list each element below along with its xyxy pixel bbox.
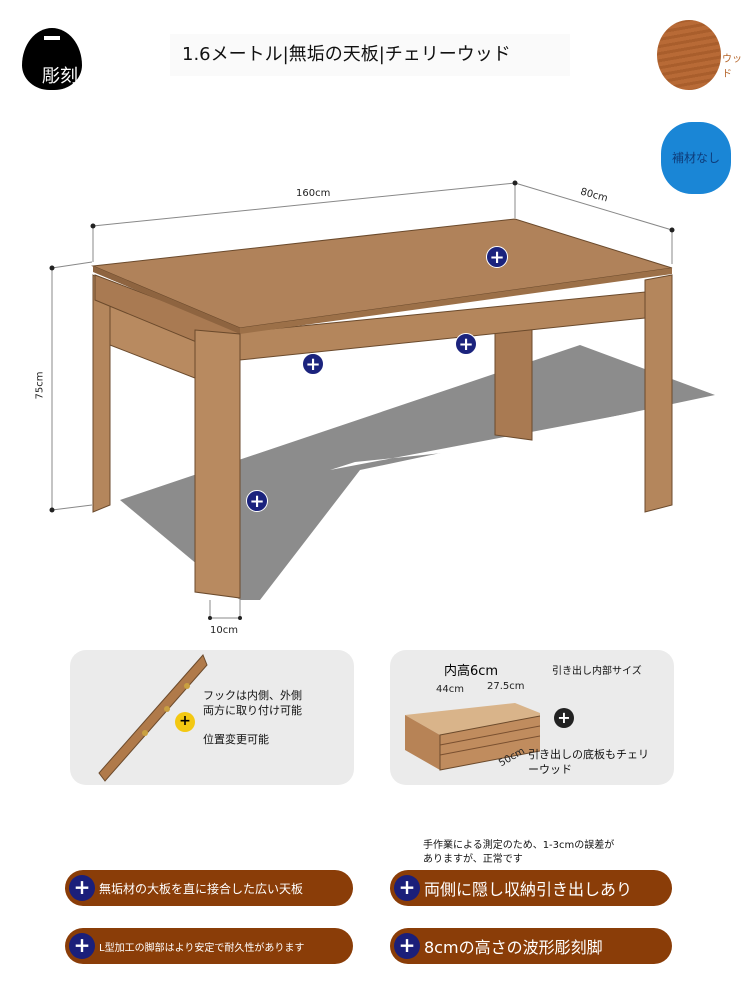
measurement-note-1: 手作業による測定のため、1-3cmの誤差が (423, 840, 615, 851)
plus-icon: + (69, 875, 95, 901)
height-dimension: 75cm (34, 371, 46, 400)
feature-text: 8cmの高さの波形彫刻脚 (424, 938, 603, 957)
feature-text: L型加工の脚部はより安定で耐久性があります (99, 942, 305, 954)
width-dimension: 160cm (296, 188, 331, 199)
hotspot-plus-icon[interactable]: + (455, 333, 477, 355)
wood-color-label: ウッド (722, 54, 742, 80)
wood-color-swatch[interactable] (657, 20, 721, 90)
drawer-image (405, 703, 540, 771)
leg-dimension: 10cm (210, 625, 238, 636)
drawer-width: 44cm (436, 684, 464, 695)
table-illustration (49, 180, 715, 620)
plus-icon[interactable]: + (175, 712, 195, 732)
drawer-card: 内高6cm 引き出し内部サイズ 44cm 27.5cm 50cm + 引き出しの… (390, 650, 674, 785)
feature-pill: +8cmの高さの波形彫刻脚 (390, 928, 672, 964)
no-filler-badge: 補材なし (661, 122, 731, 194)
hotspot-plus-icon[interactable]: + (246, 490, 268, 512)
hook-text-2: 両方に取り付け可能 (203, 704, 302, 717)
plus-icon: + (394, 933, 420, 959)
hook-text-1: フックは内側、外側 (203, 689, 302, 702)
brand-logo: 彫刻 (22, 28, 82, 90)
drawer-note-1: 引き出しの底板もチェリ (528, 748, 649, 761)
feature-pill: + L型加工の脚部はより安定で耐久性があります (65, 928, 353, 964)
plus-icon: + (69, 933, 95, 959)
plus-icon[interactable]: + (554, 708, 574, 728)
feature-pill: + 無垢材の大板を直に接合した広い天板 (65, 870, 353, 906)
hotspot-plus-icon[interactable]: + (486, 246, 508, 268)
plus-icon: + (394, 875, 420, 901)
drawer-note-2: ーウッド (528, 763, 572, 776)
hook-rail-image (98, 654, 208, 782)
feature-pill: +両側に隠し収納引き出しあり (390, 870, 672, 906)
measurement-note-2: ありますが、正常です (423, 854, 523, 865)
logo-text: 彫刻 (42, 66, 78, 87)
inner-height: 内高6cm (444, 664, 499, 679)
hotspot-plus-icon[interactable]: + (302, 353, 324, 375)
feature-text: 無垢材の大板を直に接合した広い天板 (99, 881, 304, 896)
page-title: 1.6メートル|無垢の天板|チェリーウッド (170, 34, 570, 76)
feature-text: 両側に隠し収納引き出しあり (424, 880, 633, 899)
drawer-depth: 27.5cm (487, 681, 525, 692)
hook-text-3: 位置変更可能 (203, 733, 269, 746)
drawer-title: 引き出し内部サイズ (552, 666, 642, 677)
hook-card: + フックは内側、外側 両方に取り付け可能 位置変更可能 (70, 650, 354, 785)
